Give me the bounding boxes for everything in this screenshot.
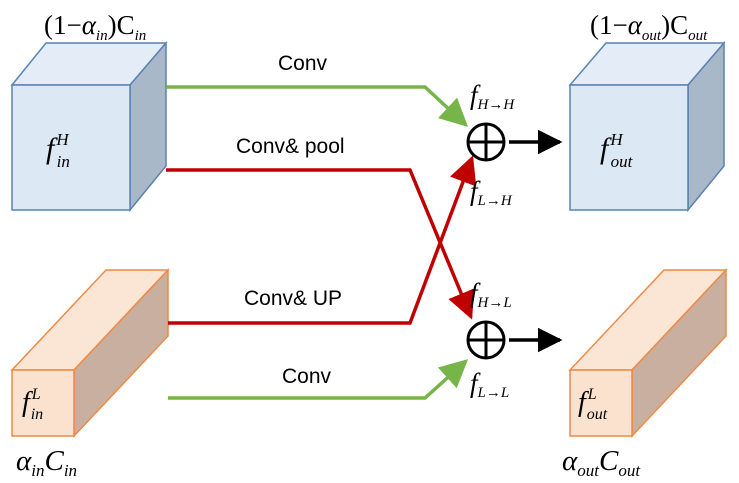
- flow-l-to-l-label: fL→L: [470, 368, 509, 401]
- input-low-front-face: [11, 369, 75, 437]
- conv-high-to-high-arrow: [166, 85, 469, 127]
- low-sum-node: [466, 320, 506, 360]
- flow-h-to-h-label: fH→H: [470, 80, 515, 113]
- conv-pool-high-to-low-arrow: [166, 168, 475, 320]
- output-high-front-face: [569, 84, 689, 211]
- output-low-channels-label: αoutCout: [562, 445, 641, 480]
- output-high-channels-label: (1−αout)Cout: [590, 10, 708, 44]
- output-low-front-face: [569, 369, 633, 437]
- flow-l-to-h-label: fL→H: [470, 176, 513, 209]
- input-high-front-face: [11, 84, 131, 211]
- input-high-channels-label: (1−αin)Cin: [44, 10, 146, 44]
- conv-low-to-low-label: Conv: [282, 365, 332, 388]
- conv-pool-label: Conv& pool: [236, 135, 345, 158]
- flow-h-to-l-label: fH→L: [470, 278, 512, 311]
- input-low-channels-label: αinCin: [16, 445, 77, 480]
- conv-up-low-to-high-arrow: [168, 155, 477, 325]
- conv-low-to-low-arrow: [168, 359, 469, 400]
- high-sum-node: [466, 122, 506, 162]
- conv-high-to-high-label: Conv: [278, 52, 328, 75]
- conv-up-label: Conv& UP: [244, 287, 342, 310]
